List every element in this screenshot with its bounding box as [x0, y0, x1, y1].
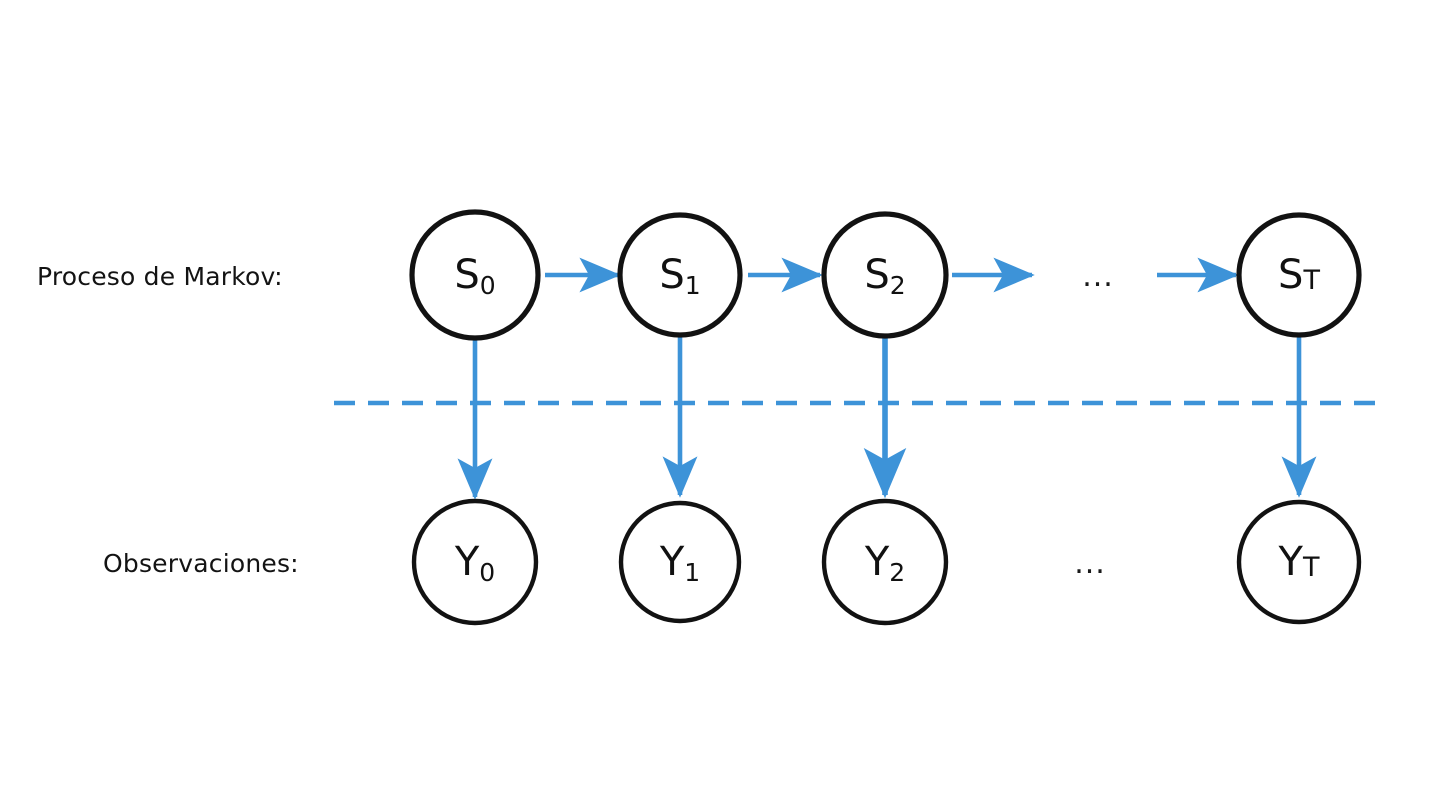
state-node-s1-circle [617, 212, 743, 338]
state-node-s1-label: S1 [659, 252, 700, 300]
states-row-ellipsis: ... [1082, 259, 1114, 294]
observation-node-y1: Y1 [618, 500, 742, 624]
state-node-s2-circle [821, 211, 949, 339]
state-node-s2: S2 [821, 211, 949, 339]
state-node-s0: S0 [409, 209, 541, 341]
row-label-observations: Observaciones: [103, 549, 299, 578]
state-node-st-circle [1236, 212, 1362, 338]
state-node-group: S0 S1 S2 ST [409, 209, 1362, 341]
observation-node-y2-circle [821, 498, 949, 626]
state-node-s0-circle [409, 209, 541, 341]
emission-arrow-group [457, 336, 1317, 500]
row-label-markov-process: Proceso de Markov: [37, 262, 283, 291]
observation-node-y0-label: Y0 [454, 539, 495, 587]
observation-node-y2-label: Y2 [864, 539, 905, 587]
observation-node-yt-label: YT [1278, 539, 1320, 585]
observation-node-y0: Y0 [411, 498, 539, 626]
observation-node-y1-circle [618, 500, 742, 624]
observation-node-y2: Y2 [821, 498, 949, 626]
state-node-s0-label: S0 [454, 252, 495, 300]
observation-node-group: Y0 Y1 Y2 YT [411, 498, 1362, 626]
observation-node-yt: YT [1236, 499, 1362, 625]
observation-node-yt-circle [1236, 499, 1362, 625]
observation-node-y0-circle [411, 498, 539, 626]
state-node-s1: S1 [617, 212, 743, 338]
observation-node-y1-label: Y1 [659, 539, 700, 587]
state-node-st-label: ST [1278, 252, 1320, 298]
observations-row-ellipsis: ... [1074, 546, 1106, 581]
state-node-s2-label: S2 [864, 252, 905, 300]
state-node-st: ST [1236, 212, 1362, 338]
